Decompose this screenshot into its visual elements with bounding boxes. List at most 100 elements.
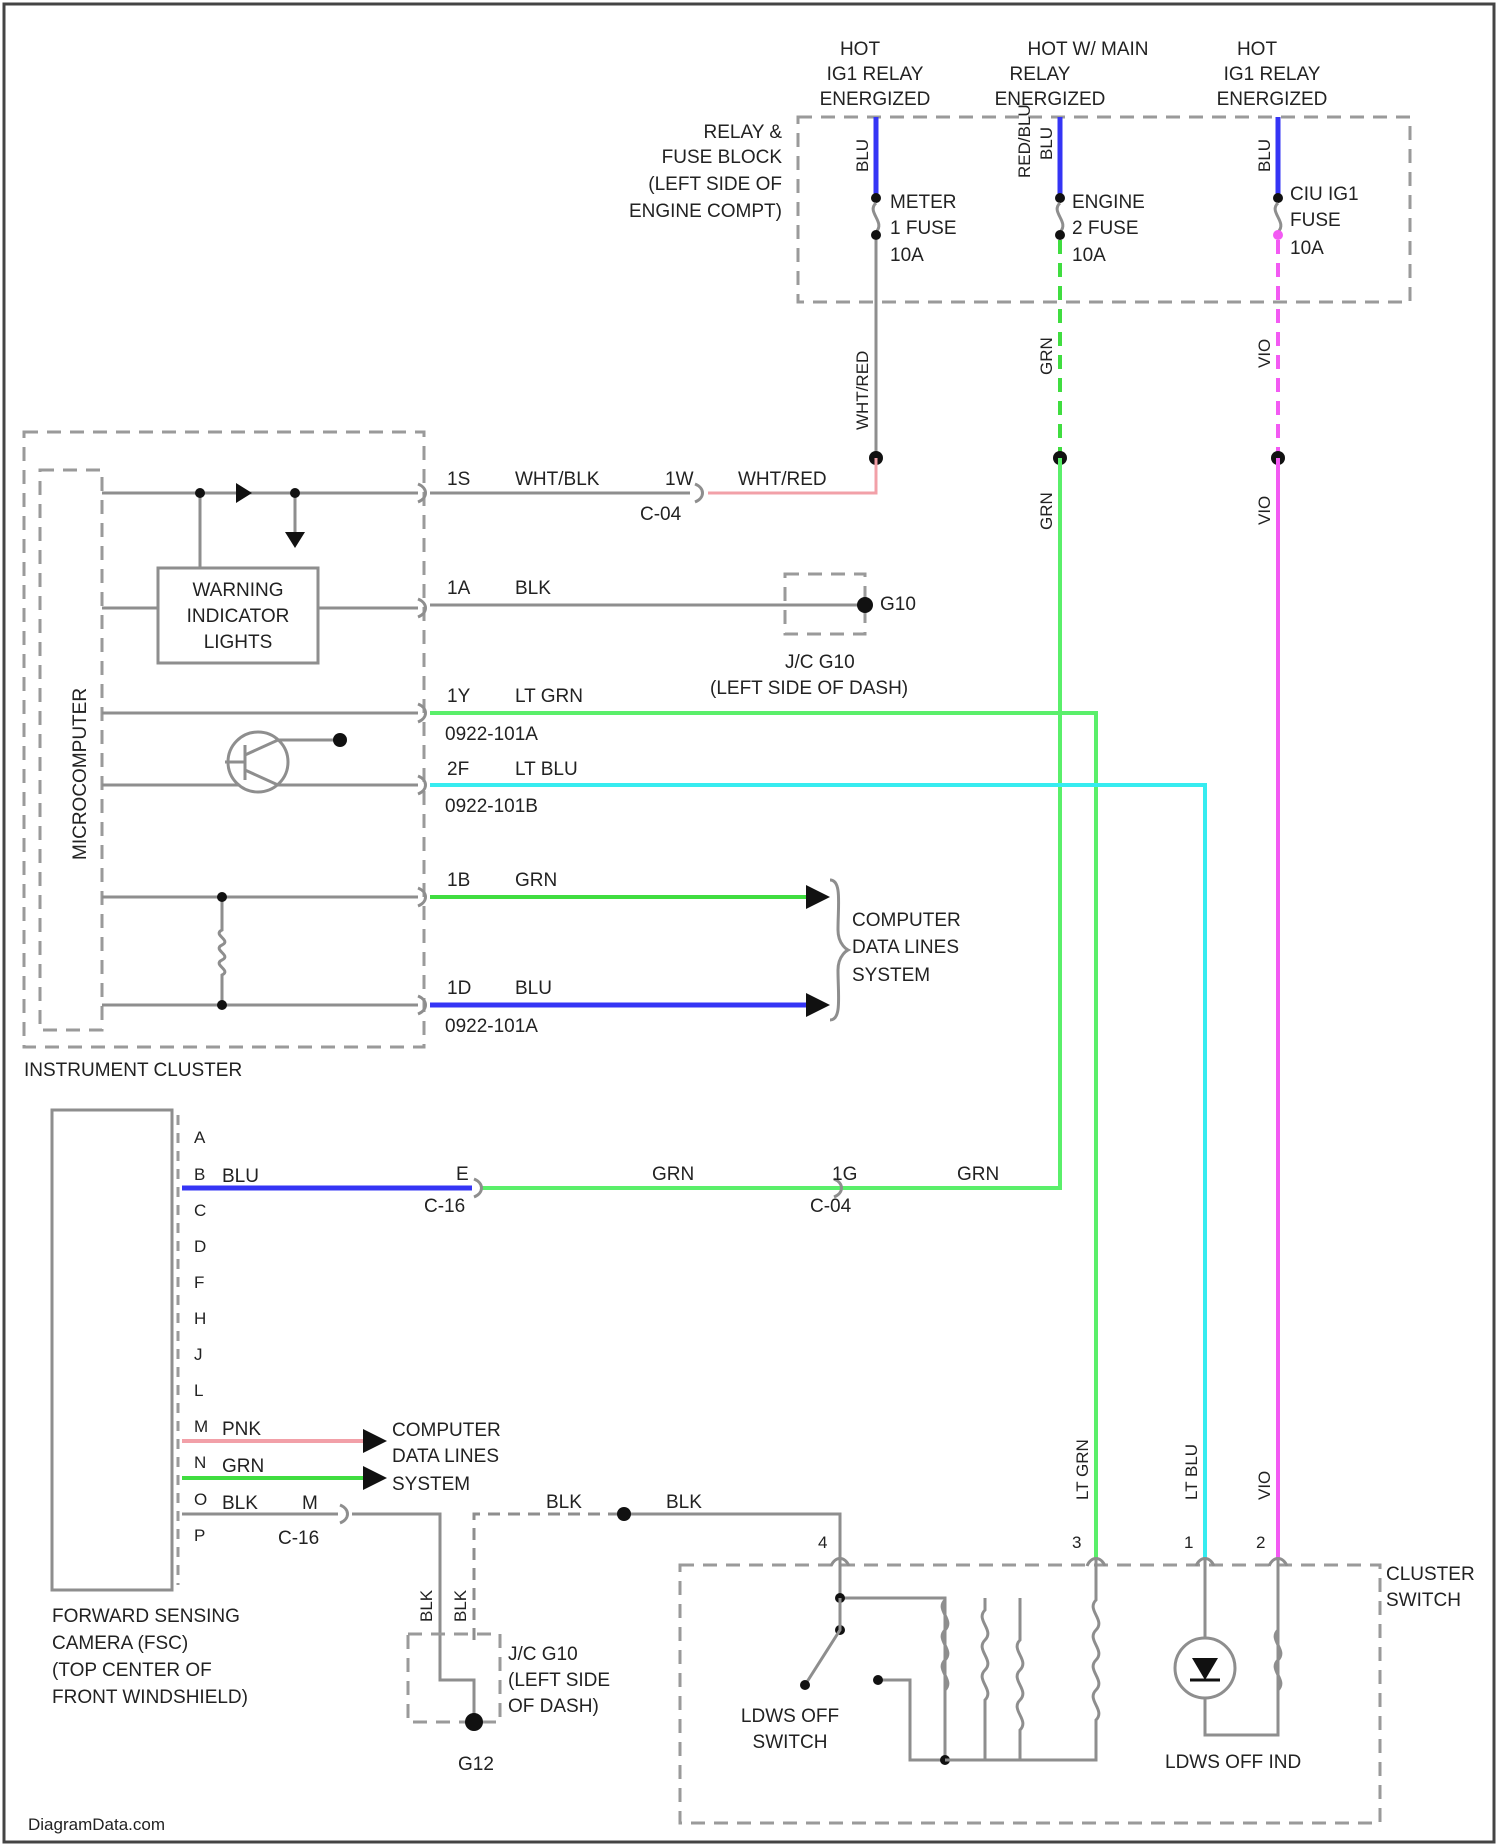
svg-text:SYSTEM: SYSTEM: [852, 965, 930, 986]
svg-text:C: C: [194, 1201, 206, 1220]
svg-text:FUSE BLOCK: FUSE BLOCK: [662, 147, 783, 168]
wire-tag-grn-b2: GRN: [957, 1164, 999, 1185]
svg-text:J/C G10: J/C G10: [508, 1644, 578, 1665]
svg-text:FORWARD SENSING: FORWARD SENSING: [52, 1606, 240, 1627]
hot-label-1: HOT IG1 RELAY ENERGIZED: [820, 39, 931, 110]
svg-text:F: F: [194, 1273, 204, 1292]
wire-tag-ltblu: LT BLU: [515, 759, 578, 780]
wire-tag-vio-lower: VIO: [1255, 496, 1274, 525]
svg-text:ENERGIZED: ENERGIZED: [995, 89, 1106, 110]
wire-tag-blk-v1: BLK: [417, 1589, 436, 1622]
ldws-switch-label: LDWS OFF SWITCH: [741, 1706, 839, 1753]
wire-tag-blu-b: BLU: [222, 1166, 259, 1187]
junction-a: [195, 488, 205, 498]
svg-text:SWITCH: SWITCH: [753, 1732, 828, 1753]
svg-text:COMPUTER: COMPUTER: [852, 910, 961, 931]
wire-tag-vio-upper: VIO: [1255, 339, 1274, 368]
svg-text:4: 4: [818, 1533, 827, 1552]
pin-1g: 1G: [832, 1164, 857, 1185]
wire-tag-grn-n: GRN: [222, 1456, 264, 1477]
jc-bottom-wires: [440, 1640, 474, 1718]
svg-text:D: D: [194, 1237, 206, 1256]
relay-fuse-block-label: RELAY & FUSE BLOCK (LEFT SIDE OF ENGINE …: [629, 122, 782, 222]
ldws-indicator-lamp: [1175, 1638, 1235, 1698]
svg-text:SWITCH: SWITCH: [1386, 1590, 1461, 1611]
svg-text:IG1 RELAY: IG1 RELAY: [1224, 64, 1321, 85]
wire-tag-ltblu-v: LT BLU: [1182, 1444, 1201, 1500]
svg-text:CLUSTER: CLUSTER: [1386, 1564, 1475, 1585]
svg-text:DATA LINES: DATA LINES: [392, 1446, 499, 1467]
grn-vertical-run: [480, 458, 1060, 1188]
ground-g12-label: G12: [458, 1754, 494, 1775]
diode-symbol: [236, 483, 252, 503]
svg-text:FRONT WINDSHIELD): FRONT WINDSHIELD): [52, 1687, 248, 1708]
svg-text:ENGINE: ENGINE: [1072, 192, 1145, 213]
wire-tag-ltgrn-v: LT GRN: [1073, 1439, 1092, 1500]
svg-text:(LEFT SIDE: (LEFT SIDE: [508, 1670, 610, 1691]
ground-g10-label: G10: [880, 594, 916, 615]
svg-text:1 FUSE: 1 FUSE: [890, 218, 957, 239]
svg-text:COMPUTER: COMPUTER: [392, 1420, 501, 1441]
svg-text:METER: METER: [890, 192, 957, 213]
fuse-symbol-2: [1055, 193, 1065, 240]
ground-g10: [857, 597, 873, 613]
can-0922-101b: 0922-101B: [445, 796, 538, 817]
transistor-symbol: [225, 732, 347, 792]
wire-tag-blu-1d: BLU: [515, 978, 552, 999]
switch-pin-labels: 4 3 1 2: [818, 1533, 1265, 1552]
svg-text:L: L: [194, 1381, 203, 1400]
wire-tag-grn-lower: GRN: [1037, 492, 1056, 530]
camera-pin-labels: A B C D F H J L M N O P: [194, 1128, 208, 1545]
wire-tag-blu-3: BLU: [1255, 139, 1274, 172]
svg-text:WARNING: WARNING: [192, 580, 283, 601]
junction-b: [290, 488, 300, 498]
microcomputer-label: MICROCOMPUTER: [70, 688, 91, 860]
cluster-switch-box: [680, 1565, 1380, 1823]
conn-c04-b: C-04: [810, 1196, 852, 1217]
can-0922-101a-2: 0922-101A: [445, 1016, 538, 1037]
svg-text:M: M: [194, 1417, 208, 1436]
svg-text:B: B: [194, 1165, 205, 1184]
fuse-symbol-1: [871, 193, 881, 240]
svg-text:RELAY: RELAY: [1010, 64, 1071, 85]
pin-m: M: [302, 1493, 318, 1514]
pin-1a: 1A: [447, 578, 471, 599]
wire-tag-ltgrn: LT GRN: [515, 686, 583, 707]
pin-2f: 2F: [447, 759, 469, 780]
arrow-m: [363, 1429, 387, 1453]
hot-label-2: HOT W/ MAIN RELAY ENERGIZED: [995, 39, 1149, 110]
junction-c: [217, 892, 227, 902]
wire-tag-blk-sw2: BLK: [666, 1492, 702, 1513]
svg-text:SYSTEM: SYSTEM: [392, 1474, 470, 1495]
conn-c04: C-04: [640, 504, 682, 525]
resistor-2: [945, 1598, 988, 1760]
hot-label-3: HOT IG1 RELAY ENERGIZED: [1217, 39, 1328, 110]
pin-1s: 1S: [447, 469, 470, 490]
cluster-switch-label: CLUSTER SWITCH: [1386, 1564, 1475, 1611]
wire-tag-blk-v2: BLK: [451, 1589, 470, 1622]
terminating-resistor: [219, 897, 225, 1005]
svg-text:2 FUSE: 2 FUSE: [1072, 218, 1139, 239]
svg-text:1: 1: [1184, 1533, 1193, 1552]
ldws-ind-label: LDWS OFF IND: [1165, 1752, 1301, 1773]
junction-d: [217, 1000, 227, 1010]
wire-tag-grn-upper: GRN: [1037, 337, 1056, 375]
wire-tag-whtred-h: WHT/RED: [738, 469, 827, 490]
svg-text:OF DASH): OF DASH): [508, 1696, 599, 1717]
can-0922-101a: 0922-101A: [445, 724, 538, 745]
resistor-1: [942, 1600, 948, 1690]
camera-box: [52, 1110, 172, 1590]
instrument-cluster-label: INSTRUMENT CLUSTER: [24, 1060, 242, 1081]
svg-text:A: A: [194, 1128, 206, 1147]
pin-1b: 1B: [447, 870, 470, 891]
svg-text:FUSE: FUSE: [1290, 210, 1341, 231]
svg-text:RELAY &: RELAY &: [703, 122, 782, 143]
svg-text:H: H: [194, 1309, 206, 1328]
conn-c16-b: C-16: [278, 1528, 319, 1549]
svg-text:ENERGIZED: ENERGIZED: [820, 89, 931, 110]
jc-g10-location: (LEFT SIDE OF DASH): [710, 678, 908, 699]
pin-1d: 1D: [447, 978, 471, 999]
svg-text:O: O: [194, 1490, 207, 1509]
svg-text:INDICATOR: INDICATOR: [187, 606, 290, 627]
